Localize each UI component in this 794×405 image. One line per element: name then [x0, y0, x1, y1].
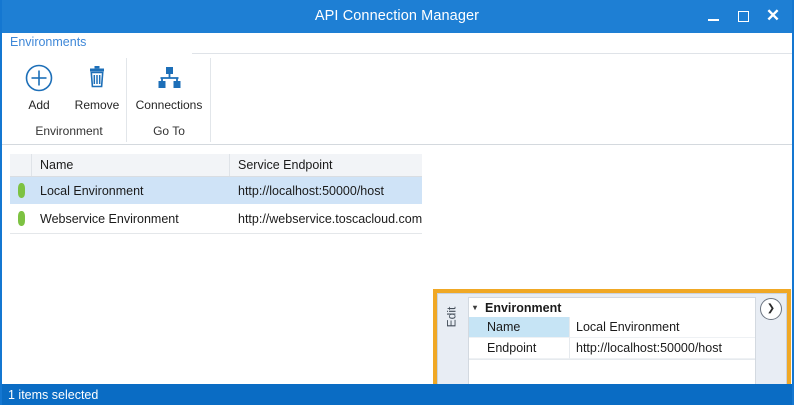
property-value-input[interactable]: http://localhost:50000/host — [569, 338, 755, 359]
remove-button[interactable]: Remove — [68, 54, 126, 120]
ribbon-group-divider-1 — [126, 58, 127, 142]
ribbon-body: Add Remo — [2, 54, 792, 146]
maximize-button[interactable] — [728, 0, 758, 33]
add-button[interactable]: Add — [10, 54, 68, 120]
row-name: Webservice Environment — [40, 211, 179, 226]
status-bar: 1 items selected — [2, 384, 792, 405]
remove-button-label: Remove — [74, 98, 120, 112]
grid-header-row: Name Service Endpoint — [10, 154, 422, 177]
property-group-header[interactable]: ▾ Environment — [469, 298, 755, 317]
row-endpoint: http://localhost:50000/host — [238, 183, 384, 198]
row-name: Local Environment — [40, 183, 144, 198]
title-bar: API Connection Manager ✕ — [2, 0, 792, 33]
property-label: Name — [469, 317, 569, 338]
environments-grid[interactable]: Name Service Endpoint Local Environment … — [10, 154, 422, 376]
property-row-endpoint[interactable]: Endpoint http://localhost:50000/host — [469, 338, 755, 359]
tab-environments[interactable]: Environments — [10, 35, 87, 49]
plus-circle-icon — [24, 60, 54, 96]
grid-header-name[interactable]: Name — [32, 154, 230, 176]
grid-header-service-endpoint[interactable]: Service Endpoint — [238, 158, 333, 172]
ribbon-tab-divider — [192, 53, 792, 54]
minimize-icon — [707, 19, 719, 21]
grid-rows-bottom-border — [10, 233, 422, 234]
trash-icon — [82, 60, 112, 96]
ribbon-group-environment: Add Remo — [10, 54, 128, 146]
edit-tab-label: Edit — [444, 306, 458, 328]
ribbon-group-goto-items: Connections — [128, 54, 210, 122]
connections-button-label: Connections — [135, 98, 203, 112]
window-title: API Connection Manager — [314, 8, 480, 24]
collapse-triangle-icon[interactable]: ▾ — [473, 302, 478, 312]
ribbon-group-environment-title: Environment — [35, 124, 103, 138]
property-label: Endpoint — [469, 338, 569, 359]
table-row[interactable]: Webservice Environment http://webservice… — [10, 205, 422, 233]
environment-icon — [10, 183, 32, 198]
grid-header-icon-column[interactable] — [10, 154, 32, 176]
minimize-button[interactable] — [698, 0, 728, 33]
ribbon: Environments Add — [2, 33, 792, 146]
environment-icon — [10, 211, 32, 226]
maximize-icon — [737, 11, 749, 22]
ribbon-group-environment-items: Add Remo — [10, 54, 126, 122]
property-row-name[interactable]: Name Local Environment — [469, 317, 755, 338]
close-icon: ✕ — [765, 6, 781, 25]
status-text: 1 items selected — [8, 387, 99, 402]
hierarchy-icon — [154, 60, 184, 96]
ribbon-bottom-border — [2, 144, 792, 145]
ribbon-group-goto-title: Go To — [153, 124, 185, 138]
window-controls: ✕ — [698, 0, 788, 33]
chevron-right-circle-icon[interactable]: ❯ — [760, 298, 782, 320]
ribbon-group-divider-2 — [210, 58, 211, 142]
property-group-label: Environment — [485, 300, 562, 315]
edit-tab[interactable]: Edit — [440, 296, 462, 360]
ribbon-group-goto: Connections Go To — [128, 54, 210, 146]
property-value-input[interactable]: Local Environment — [569, 317, 755, 338]
main-content: Name Service Endpoint Local Environment … — [2, 146, 792, 405]
table-row[interactable]: Local Environment http://localhost:50000… — [10, 177, 422, 205]
ribbon-tab-strip: Environments — [2, 33, 792, 54]
connections-button[interactable]: Connections — [128, 54, 210, 120]
add-button-label: Add — [28, 98, 50, 112]
row-endpoint: http://webservice.toscacloud.com — [238, 211, 422, 226]
close-button[interactable]: ✕ — [758, 0, 788, 33]
